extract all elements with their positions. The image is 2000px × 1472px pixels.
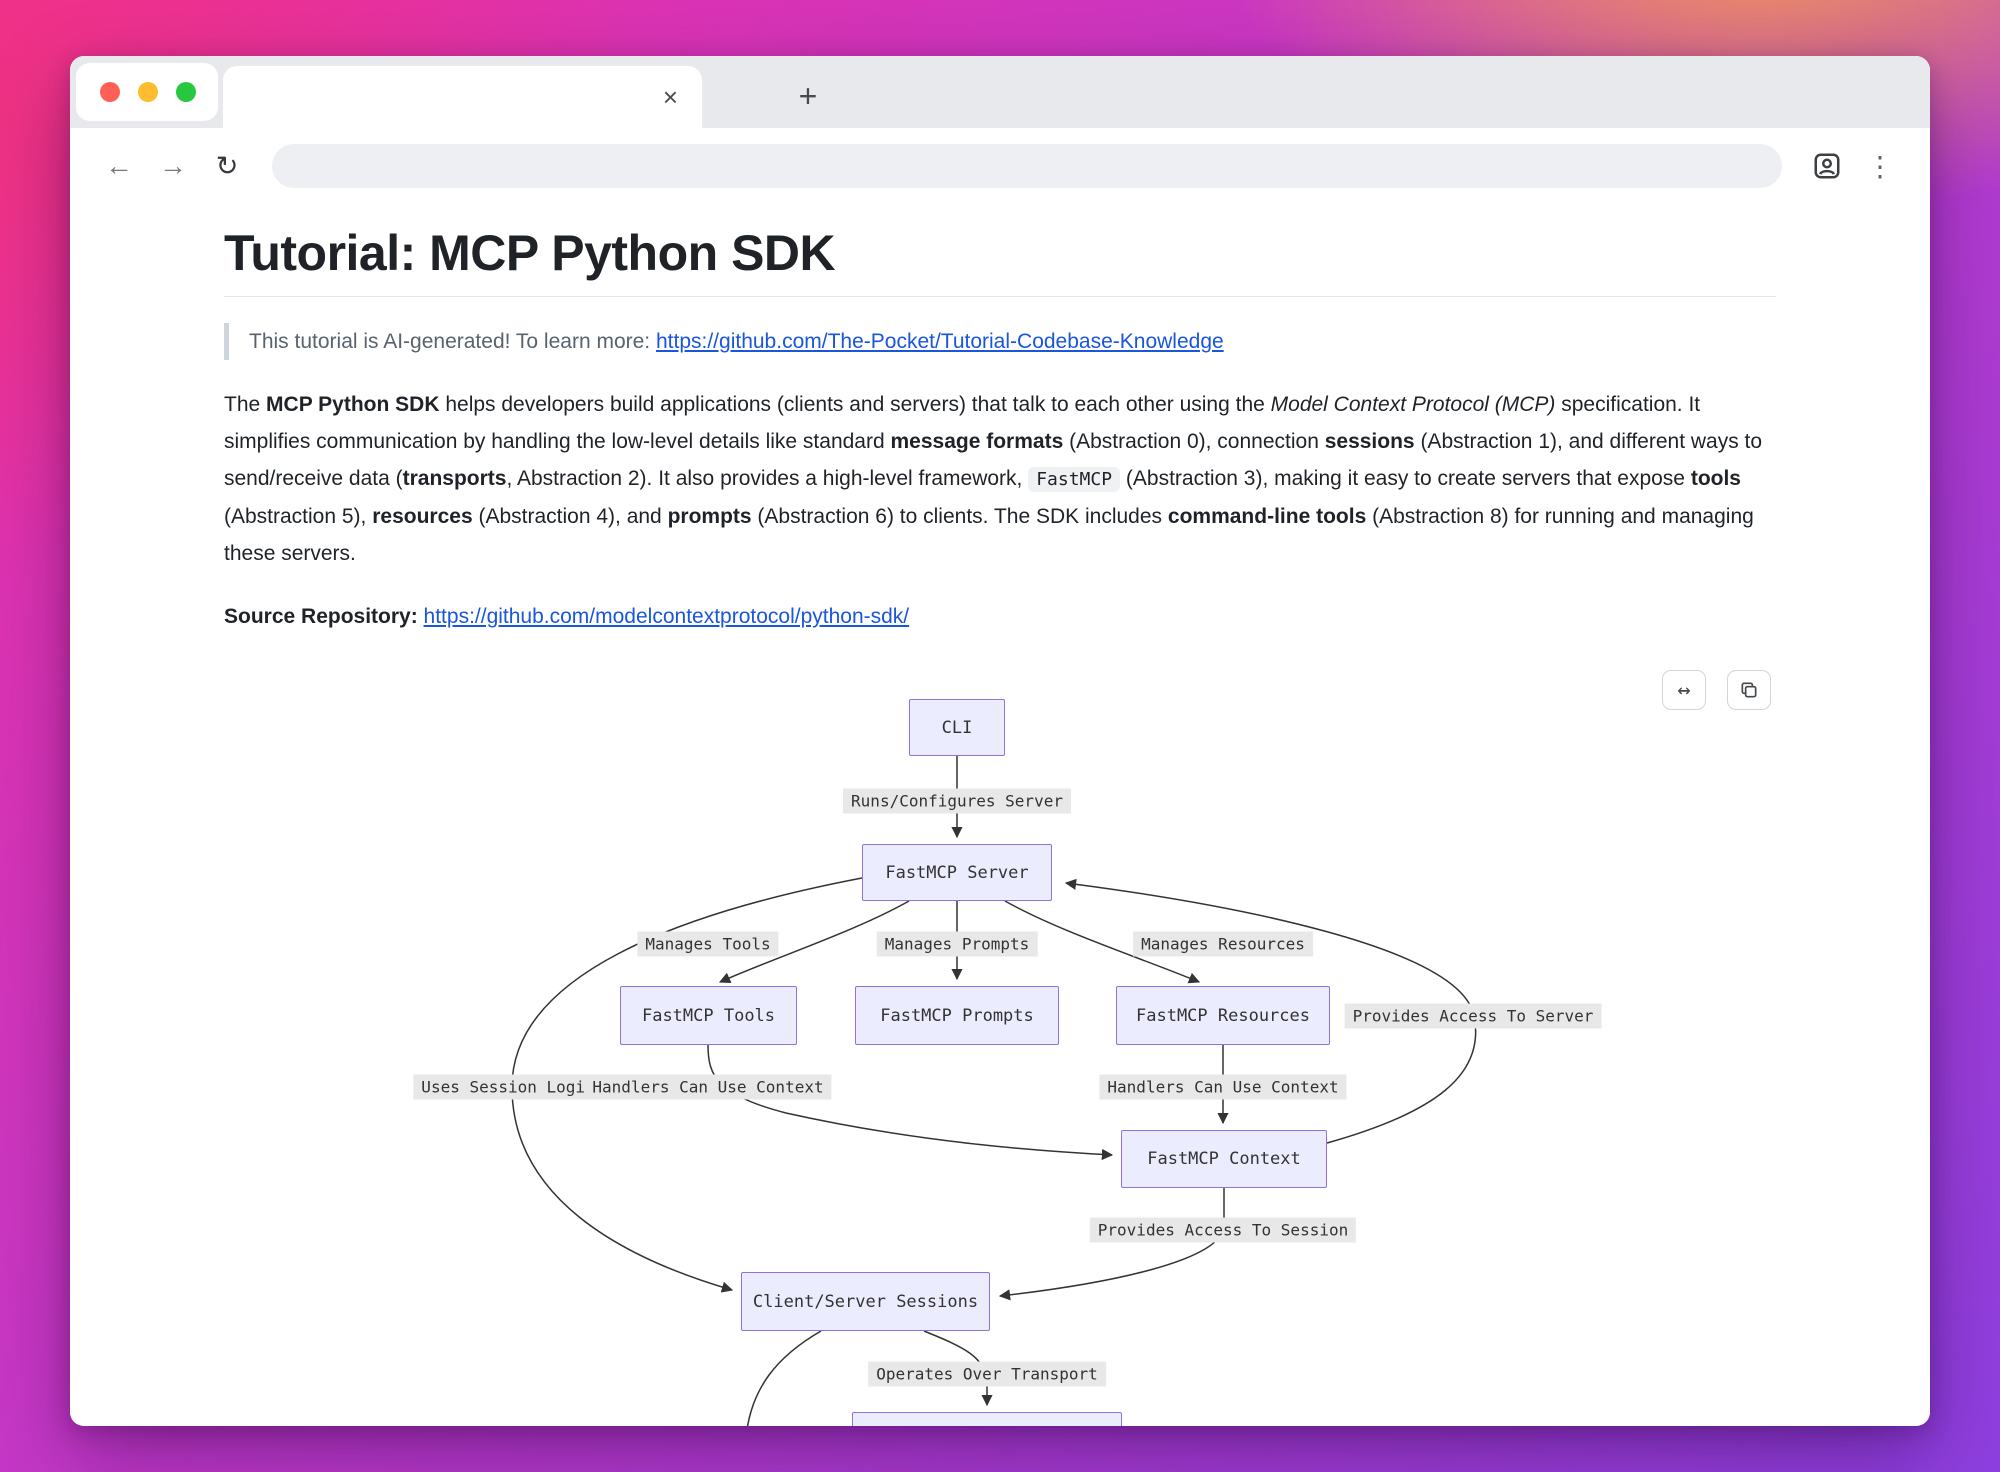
page-title: Tutorial: MCP Python SDK [224, 222, 1776, 297]
address-bar-input[interactable] [272, 144, 1782, 188]
source-repository-link[interactable]: https://github.com/modelcontextprotocol/… [423, 605, 910, 628]
zoom-window-button[interactable] [176, 82, 196, 102]
node-fastmcp-prompts: FastMCP Prompts [855, 986, 1059, 1045]
diagram-copy-button[interactable] [1727, 670, 1771, 710]
ai-generated-callout: This tutorial is AI-generated! To learn … [224, 323, 1776, 360]
source-repository-line: Source Repository: https://github.com/mo… [224, 598, 1776, 635]
edge-label-uses-session-logic: Uses Session Logic [413, 1074, 603, 1100]
node-fastmcp-context: FastMCP Context [1121, 1130, 1327, 1188]
edge-label-provides-access-to-session: Provides Access To Session [1089, 1217, 1357, 1243]
callout-text: This tutorial is AI-generated! To learn … [249, 330, 656, 353]
browser-menu-icon[interactable]: ⋮ [1866, 150, 1894, 182]
tab-strip: × + [70, 56, 1930, 128]
edge-label-manages-prompts: Manages Prompts [876, 931, 1038, 957]
nav-right-cluster: ⋮ [1812, 150, 1904, 183]
node-cli: CLI [909, 699, 1005, 756]
new-tab-button[interactable]: + [798, 77, 818, 114]
edge-label-manages-resources: Manages Resources [1133, 931, 1313, 957]
edge-label-operates-over-transport: Operates Over Transport [868, 1361, 1106, 1387]
tutorial-knowledge-link[interactable]: https://github.com/The-Pocket/Tutorial-C… [655, 330, 1224, 353]
reload-icon[interactable]: ↻ [215, 150, 239, 181]
diagram-expand-button[interactable]: ↔ [1662, 670, 1706, 710]
node-fastmcp-server: FastMCP Server [862, 844, 1052, 901]
edge-label-runs-configures-server: Runs/Configures Server [843, 788, 1071, 814]
node-fastmcp-resources: FastMCP Resources [1116, 986, 1330, 1045]
close-window-button[interactable] [100, 82, 120, 102]
profile-icon[interactable] [1812, 151, 1842, 181]
browser-window: × + ← → ↻ ⋮ Tutorial: M [70, 56, 1930, 1426]
node-client-server-sessions: Client/Server Sessions [741, 1272, 990, 1331]
edge-label-provides-access-to-server: Provides Access To Server [1344, 1003, 1602, 1029]
navigation-bar: ← → ↻ ⋮ [70, 128, 1930, 204]
forward-icon[interactable]: → [159, 150, 187, 181]
edge-label-manages-tools: Manages Tools [637, 931, 779, 957]
edge-label-handlers-can-use-context-left: Handlers Can Use Context [584, 1074, 832, 1100]
edge-label-handlers-can-use-context-right: Handlers Can Use Context [1099, 1074, 1347, 1100]
copy-icon [1739, 680, 1759, 700]
browser-tab[interactable]: × [223, 66, 702, 128]
back-icon[interactable]: ← [105, 150, 133, 181]
page-content: Tutorial: MCP Python SDK This tutorial i… [70, 204, 1930, 1426]
tab-close-icon[interactable]: × [662, 82, 678, 112]
mcp-flowchart-diagram: CLI FastMCP Server FastMCP Tools FastMCP… [224, 645, 1776, 1426]
minimize-window-button[interactable] [138, 82, 158, 102]
node-transport-partial [852, 1412, 1122, 1426]
window-controls [76, 63, 218, 121]
expand-icon: ↔ [1677, 677, 1691, 703]
intro-paragraph: The MCP Python SDK helps developers buil… [224, 393, 1763, 565]
node-fastmcp-tools: FastMCP Tools [620, 986, 797, 1045]
source-repository-label: Source Repository: [224, 605, 424, 628]
